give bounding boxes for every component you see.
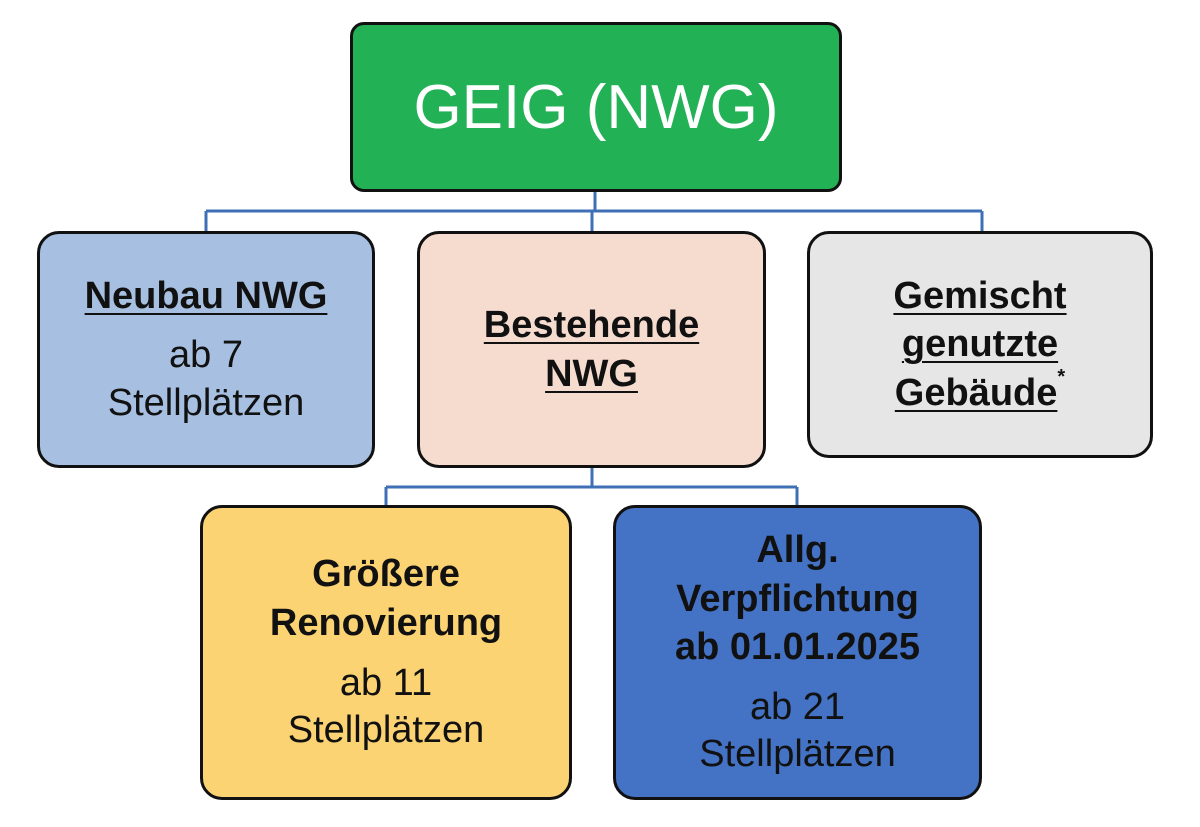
gemischt-title-line1: Gemischt: [893, 274, 1067, 317]
renovierung-threshold-line2: Stellplätzen: [287, 709, 485, 752]
root-label: GEIG (NWG): [413, 72, 779, 142]
allg-title-line3: ab 01.01.2025: [674, 626, 921, 669]
renovierung-title-line1: Größere: [312, 553, 460, 596]
gemischt-title-line2: genutzte: [901, 323, 1059, 366]
gemischt-footnote-mark: *: [1057, 365, 1066, 388]
renovierung-threshold-line1: ab 11: [339, 661, 433, 704]
renovierung-title-line2: Renovierung: [269, 602, 503, 644]
neubau-threshold-line1: ab 7: [169, 334, 243, 377]
gemischt-title-line3: Gebäude: [894, 371, 1058, 414]
node-groessere-renovierung: Größere Renovierung ab 11 Stellplätzen: [200, 505, 572, 800]
bestehende-title-line2: NWG: [545, 352, 638, 395]
node-gemischt-genutzte-gebaeude: Gemischt genutzte Gebäude*: [807, 231, 1153, 458]
allg-threshold-line1: ab 21: [749, 685, 846, 728]
allg-title-line1: Allg.: [756, 529, 839, 572]
node-neubau-nwg: Neubau NWG ab 7 Stellplätzen: [37, 231, 375, 468]
neubau-threshold-line2: Stellplätzen: [107, 381, 305, 424]
root-node-geig-nwg: GEIG (NWG): [350, 22, 842, 192]
neubau-threshold: ab 7 Stellplätzen: [108, 332, 304, 427]
allg-threshold-line2: Stellplätzen: [699, 733, 896, 776]
neubau-title: Neubau NWG: [84, 274, 328, 317]
allg-threshold: ab 21 Stellplätzen: [699, 684, 895, 779]
renovierung-threshold: ab 11 Stellplätzen: [288, 660, 484, 755]
node-bestehende-nwg: Bestehende NWG: [417, 231, 766, 468]
node-allg-verpflichtung: Allg. Verpflichtung ab 01.01.2025 ab 21 …: [613, 505, 982, 800]
allg-title-line2: Verpflichtung: [676, 577, 919, 620]
connector-group: [204, 192, 984, 505]
bestehende-title-line1: Bestehende: [483, 303, 700, 346]
gemischt-title-line3-wrap: Gebäude*: [894, 365, 1066, 418]
